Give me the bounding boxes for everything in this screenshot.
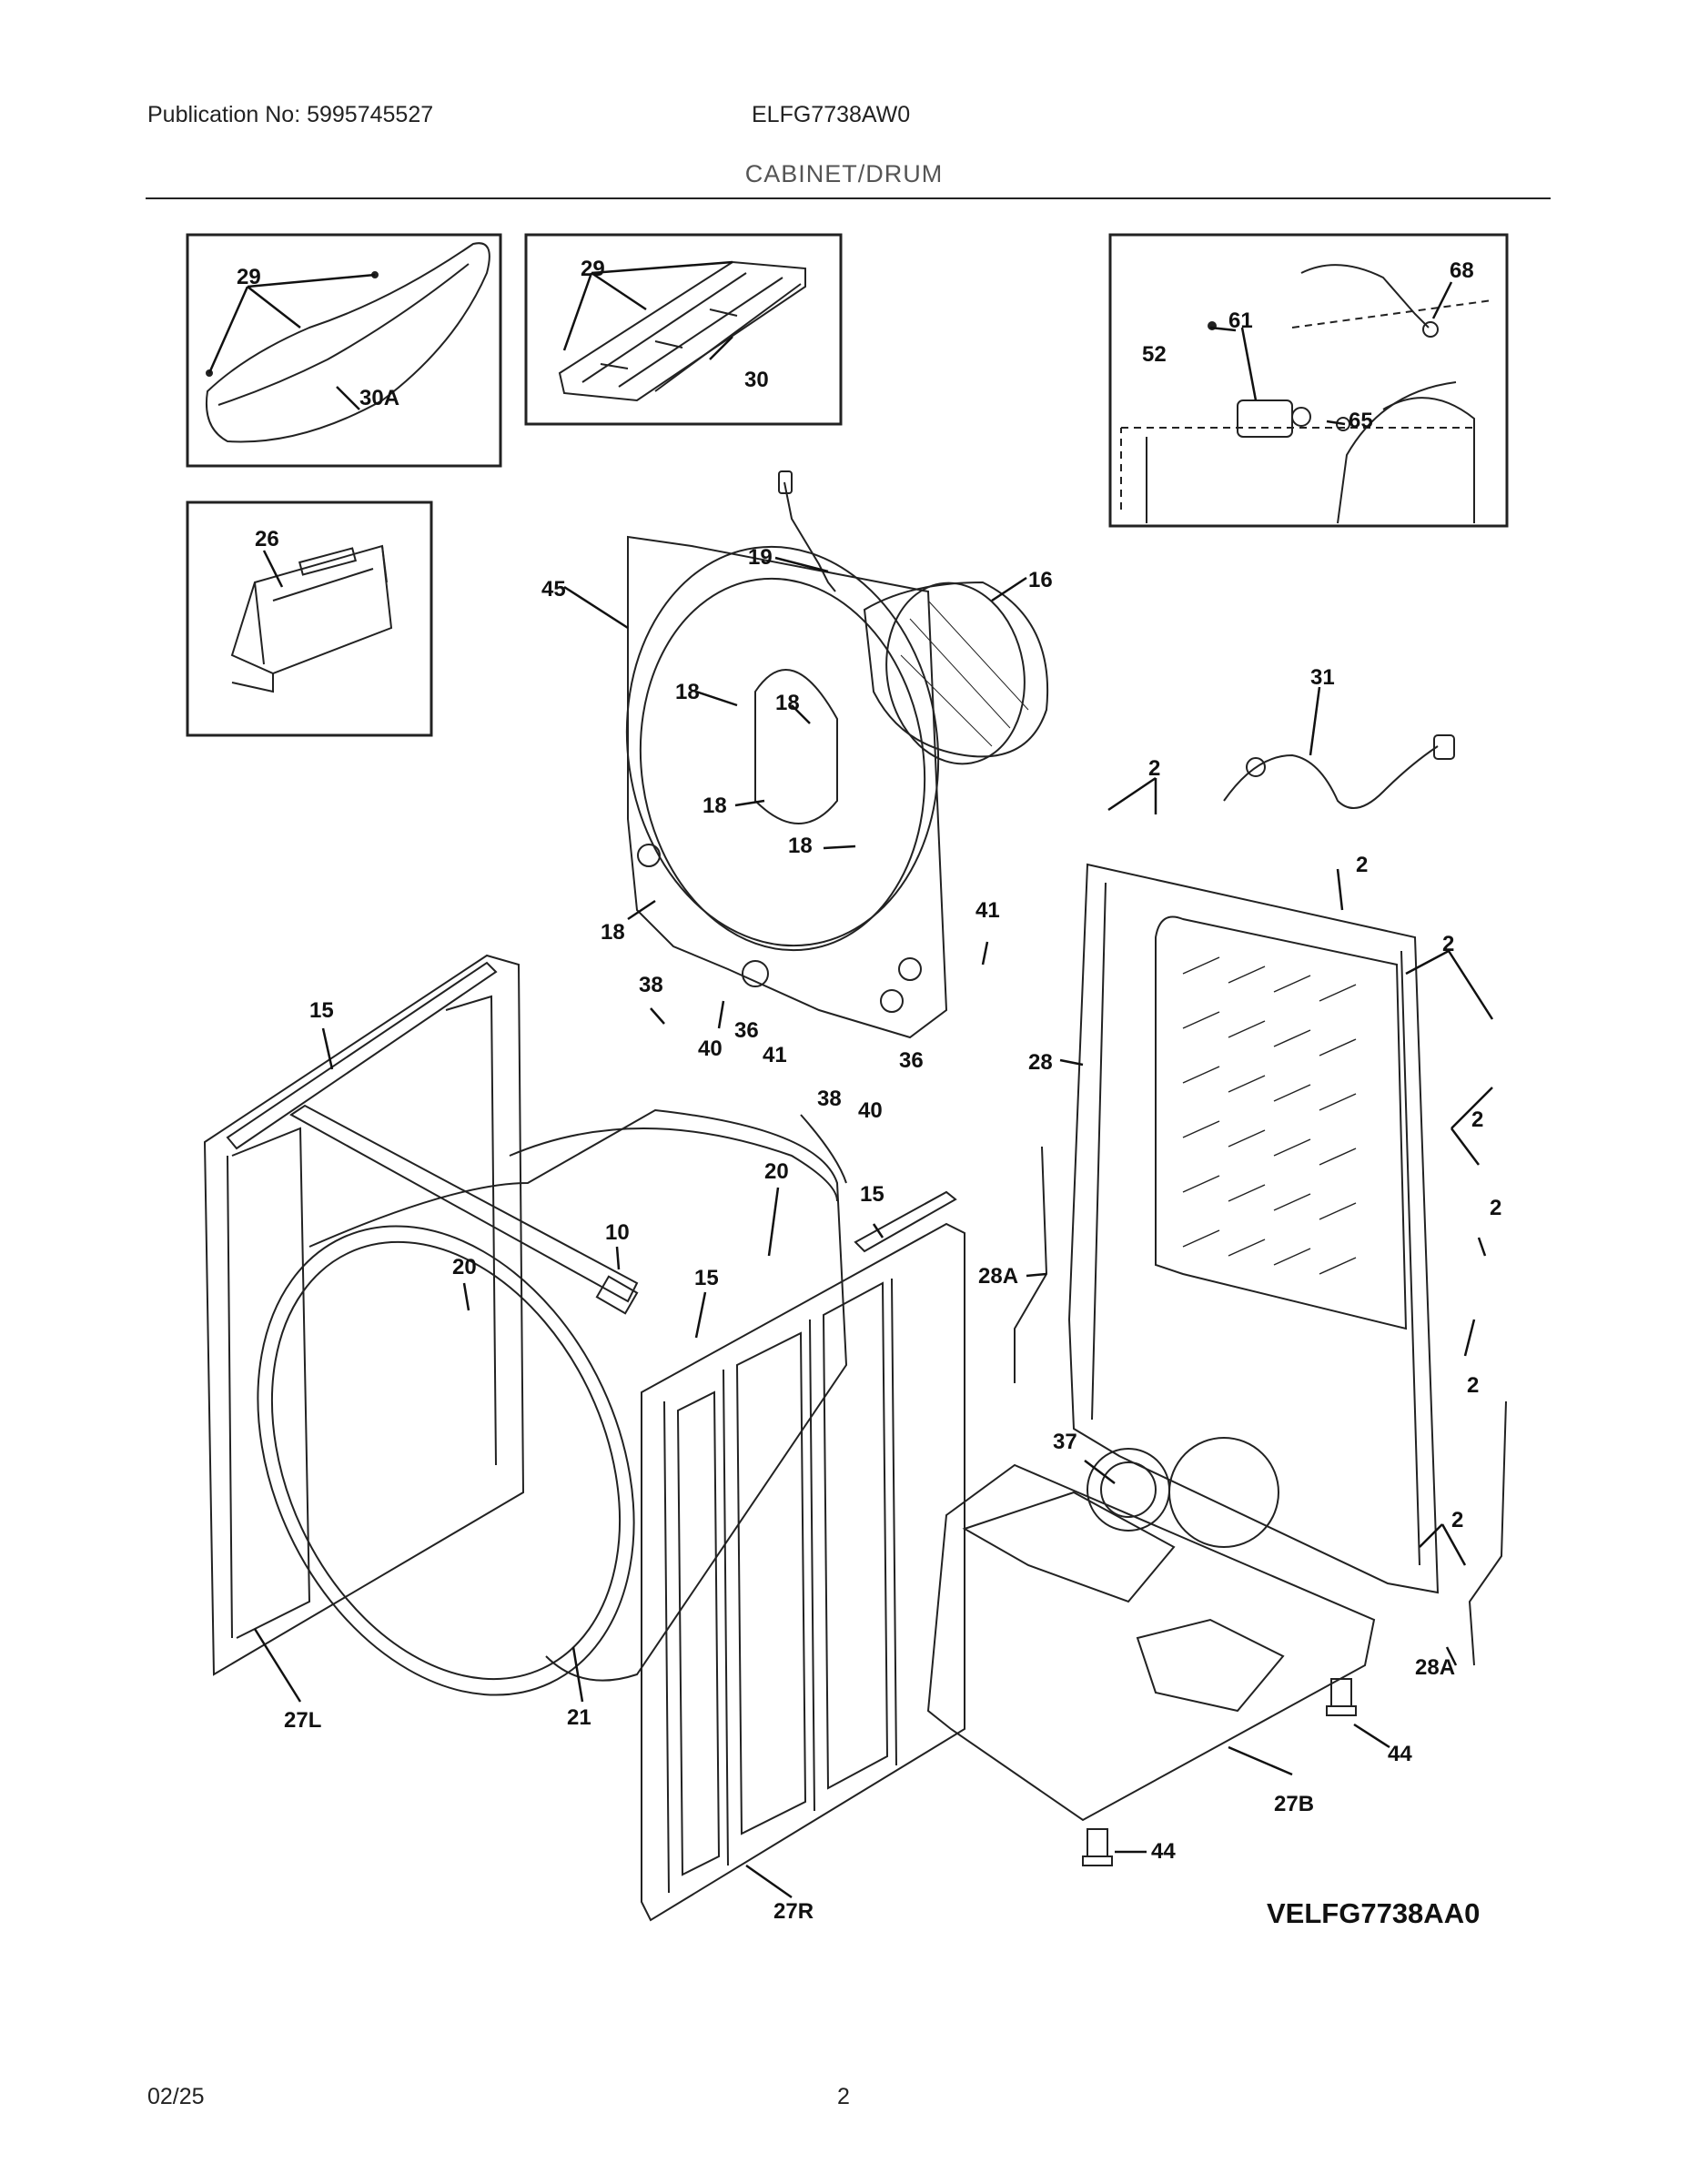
callout-label: 15 [309, 998, 334, 1023]
cabinet-corner-61-icon [1120, 299, 1493, 510]
callout-label: 27B [1274, 1792, 1314, 1816]
duct-30a-icon [206, 242, 490, 443]
callout-label: 36 [734, 1018, 759, 1043]
publication-number: Publication No: 5995745527 [147, 102, 434, 127]
callout-label: 21 [567, 1705, 591, 1730]
callout-label: 16 [1028, 568, 1053, 592]
callout-label: 2 [1356, 853, 1368, 877]
callout-label: 38 [639, 973, 663, 997]
sensor-19-icon [783, 481, 836, 592]
callout-label: 38 [817, 1087, 842, 1111]
callout-label: 28A [978, 1264, 1018, 1289]
leader-lines [207, 260, 1494, 1899]
callout-label: 41 [975, 898, 1000, 923]
callout-label: 18 [601, 920, 625, 945]
callout-label: 30 [744, 368, 769, 392]
callout-label: 10 [605, 1220, 630, 1245]
strip-28a-left-icon [1014, 1146, 1048, 1383]
rear-panel-28-icon [1067, 863, 1440, 1594]
callout-label: 26 [255, 527, 279, 551]
inset-box-61 [1108, 233, 1509, 528]
page-number: 2 [837, 2084, 850, 2109]
inset-box-30 [524, 233, 843, 426]
section-title: CABINET/DRUM [744, 160, 944, 187]
base-27b-icon [926, 1463, 1376, 1822]
top-strip-15-left-icon [226, 961, 498, 1150]
blower-16-icon [863, 581, 1049, 758]
callout-label: 65 [1349, 409, 1373, 433]
header-rule [146, 197, 1551, 199]
callout-label: 2 [1148, 756, 1160, 781]
callout-label: 30A [359, 386, 399, 410]
callout-label: 18 [702, 794, 727, 818]
bracket-10-icon [289, 1104, 639, 1303]
callout-label: 44 [1388, 1742, 1412, 1766]
diagram-code: VELFG7738AA0 [1267, 1897, 1480, 1929]
power-cord-31-icon [1223, 745, 1439, 809]
callout-label: 18 [775, 691, 800, 715]
drum-21-icon [308, 1108, 848, 1682]
callout-label: 29 [237, 265, 261, 289]
callout-label: 31 [1310, 665, 1335, 690]
side-panel-27l-icon [203, 954, 525, 1676]
rear-panel-vents [1182, 956, 1357, 1275]
callout-label: 27R [773, 1899, 814, 1924]
callout-label: 2 [1467, 1373, 1479, 1398]
top-strip-15-right-icon [854, 1190, 957, 1253]
front-panel-27r-icon [641, 1222, 965, 1922]
callout-label: 15 [694, 1266, 719, 1290]
callout-label: 52 [1142, 342, 1167, 367]
callout-label: 18 [675, 680, 700, 704]
callout-label: 2 [1490, 1196, 1501, 1220]
callout-label: 18 [788, 834, 813, 858]
bulkhead-45-icon [627, 535, 948, 1039]
callout-label: 28 [1028, 1050, 1053, 1075]
callout-label: 36 [899, 1048, 924, 1073]
callout-label: 45 [541, 577, 566, 602]
callout-label: 37 [1053, 1430, 1077, 1454]
leveling-foot-icon [1326, 1678, 1357, 1716]
callout-label: 28A [1415, 1655, 1455, 1680]
callout-label: 40 [698, 1036, 723, 1061]
callout-label: 41 [763, 1043, 787, 1067]
inset-box-30a [186, 233, 502, 468]
callout-label: 61 [1228, 308, 1253, 333]
callout-label: 2 [1471, 1107, 1483, 1132]
callout-label: 20 [452, 1255, 477, 1279]
callout-label: 2 [1451, 1508, 1463, 1532]
callout-label: 20 [764, 1159, 789, 1184]
footer-date: 02/25 [147, 2084, 205, 2109]
callout-label: 15 [860, 1182, 884, 1207]
callout-label: 2 [1442, 932, 1454, 956]
callout-label: 40 [858, 1098, 883, 1123]
drum-rim-20-icon [257, 1225, 635, 1696]
callout-label: 68 [1450, 258, 1474, 283]
callout-label: 19 [748, 545, 773, 570]
control-module-26-icon [230, 544, 393, 675]
model-number: ELFG7738AW0 [752, 102, 911, 127]
callout-label: 27L [284, 1708, 321, 1733]
callout-labels: 29 30A 29 30 68 61 52 65 26 19 16 45 18 … [237, 257, 1501, 1924]
callout-label: 44 [1151, 1839, 1176, 1864]
inset-box-26 [186, 500, 433, 737]
callout-label: 29 [581, 257, 605, 281]
